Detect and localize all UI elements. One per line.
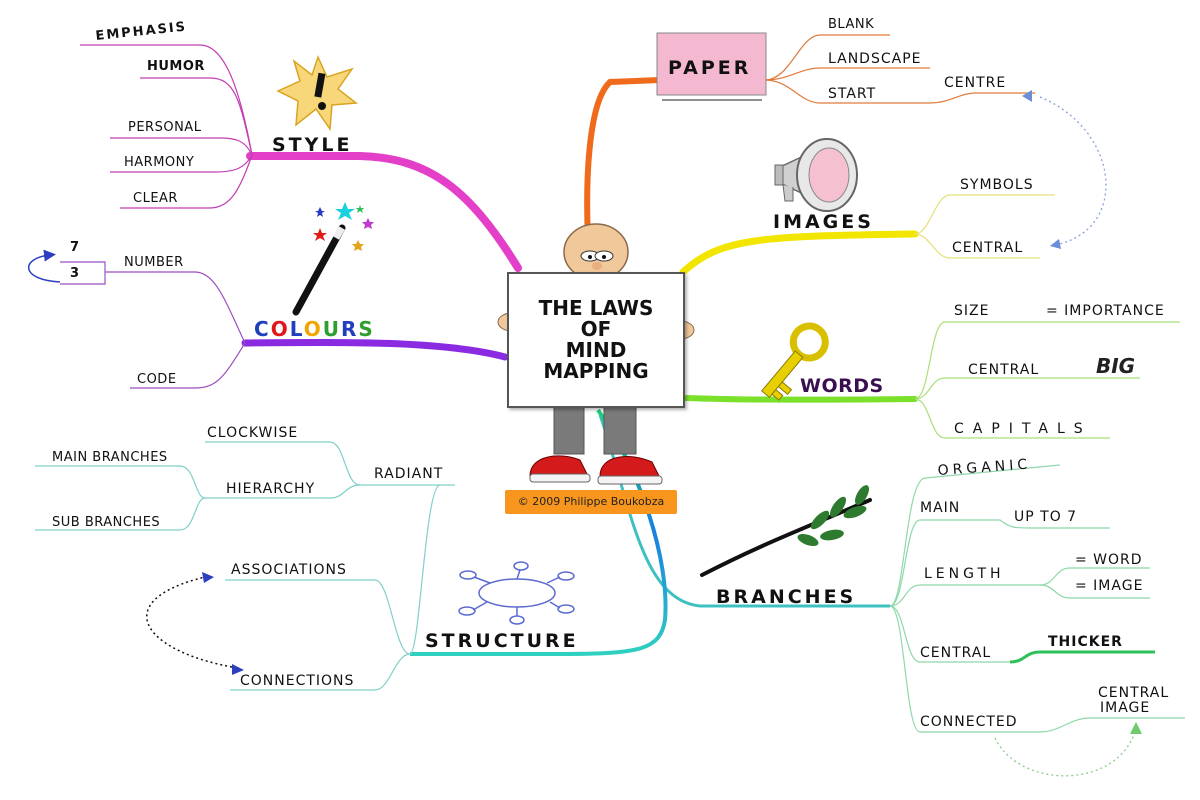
- structure-connections: CONNECTIONS: [240, 673, 354, 689]
- olive-branch-icon: [700, 485, 872, 577]
- colours-code: CODE: [137, 372, 177, 387]
- megaphone-icon: [774, 138, 858, 212]
- number-value-7: 7: [70, 240, 80, 255]
- branches-central-image-2: IMAGE: [1100, 700, 1150, 716]
- thicker-branch-line: [1009, 650, 1155, 664]
- center-title-line-1: THE LAWS: [538, 296, 654, 320]
- paper-landscape: LANDSCAPE: [828, 51, 921, 67]
- branches-main: MAIN: [920, 500, 960, 516]
- connections-arrow-head: [232, 664, 244, 675]
- style-emphasis: EMPHASIS: [95, 19, 188, 44]
- branches-eq-word: = WORD: [1075, 552, 1143, 568]
- paper-main-branch: [584, 77, 663, 243]
- center-title-line-4: MAPPING: [543, 359, 649, 383]
- colours-letter: R: [341, 317, 358, 341]
- structure-clockwise: CLOCKWISE: [207, 425, 298, 441]
- structure-diagram-icon: [458, 561, 575, 625]
- key-icon: [761, 322, 829, 401]
- associations-connections-link: [146, 576, 233, 668]
- structure-hierarchy: HIERARCHY: [226, 481, 315, 497]
- colours-topic-label: COLOURS: [254, 317, 375, 341]
- branches-length: LENGTH: [924, 566, 1005, 582]
- style-clear: CLEAR: [133, 191, 178, 206]
- words-main-branch: [683, 395, 918, 403]
- branches-topic-label: BRANCHES: [716, 586, 856, 608]
- style-humor: HUMOR: [147, 59, 205, 74]
- branches-connected: CONNECTED: [920, 714, 1018, 730]
- colours-letter: O: [304, 317, 323, 341]
- structure-main-branches: MAIN BRANCHES: [52, 450, 168, 465]
- branches-central-image-1: CENTRAL: [1098, 685, 1169, 701]
- branches-up-to-7: UP TO 7: [1014, 509, 1077, 525]
- connected-arrow-head: [1130, 722, 1142, 734]
- colours-letter: O: [271, 317, 290, 341]
- style-personal: PERSONAL: [128, 120, 202, 135]
- images-main-branch: [679, 230, 919, 276]
- structure-radiant: RADIANT: [374, 466, 443, 482]
- style-main-branch: [246, 152, 522, 272]
- branches-thicker: THICKER: [1048, 634, 1123, 650]
- number-value-3: 3: [70, 266, 80, 281]
- words-central: CENTRAL: [968, 362, 1039, 378]
- style-harmony: HARMONY: [124, 155, 194, 170]
- colours-letter: U: [323, 317, 341, 341]
- structure-sub-branches: SUB BRANCHES: [52, 515, 160, 530]
- branches-eq-image: = IMAGE: [1075, 578, 1143, 594]
- paper-start: START: [828, 86, 876, 102]
- paper-topic-label: PAPER: [668, 57, 751, 79]
- centre-arrow-head: [1022, 90, 1032, 102]
- structure-associations: ASSOCIATIONS: [231, 562, 347, 578]
- words-size: SIZE: [954, 303, 989, 319]
- words-capitals: CAPITALS: [954, 421, 1092, 437]
- structure-topic-label: STRUCTURE: [425, 630, 579, 652]
- words-importance: = IMPORTANCE: [1046, 303, 1165, 319]
- paper-sheet-box: [656, 32, 767, 96]
- paper-blank: BLANK: [828, 17, 874, 32]
- star-burst-exclamation-icon: [276, 54, 358, 132]
- central-title-card: THE LAWS OF MIND MAPPING: [507, 272, 685, 408]
- colours-main-branch: [241, 338, 509, 361]
- number-loop-arrow: [28, 249, 61, 283]
- center-title-line-2: OF: [580, 317, 612, 341]
- magic-wand-icon: [292, 202, 374, 316]
- copyright-badge: © 2009 Philippe Boukobza: [505, 490, 677, 514]
- colours-number: NUMBER: [124, 255, 184, 270]
- colours-letter: S: [358, 317, 374, 341]
- colours-letter: C: [254, 317, 271, 341]
- centre-central-link: [1039, 96, 1107, 250]
- svg-text:COLOURS: COLOURS: [254, 317, 375, 341]
- words-big: BIG: [1096, 354, 1135, 378]
- branches-organic: ORGANIC: [937, 457, 1031, 479]
- center-title-line-3: MIND: [565, 338, 627, 362]
- words-topic-label: WORDS: [800, 375, 884, 397]
- connected-link: [994, 727, 1137, 777]
- colours-letter: L: [290, 317, 304, 341]
- associations-arrow-head: [202, 572, 214, 583]
- branches-central: CENTRAL: [920, 645, 991, 661]
- images-central: CENTRAL: [952, 240, 1023, 256]
- images-topic-label: IMAGES: [773, 211, 874, 233]
- images-symbols: SYMBOLS: [960, 177, 1034, 193]
- paper-centre: CENTRE: [944, 75, 1006, 91]
- style-topic-label: STYLE: [272, 134, 353, 156]
